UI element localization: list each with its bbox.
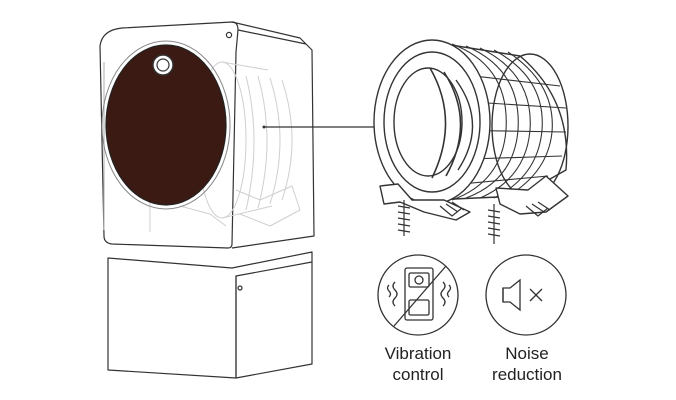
washer-door bbox=[105, 44, 227, 206]
washer-cabinet-front bbox=[99, 21, 239, 249]
noise-reduction-icon bbox=[485, 254, 567, 336]
noise-reduction-caption: Noise reduction bbox=[467, 343, 587, 385]
suspension-springs bbox=[397, 200, 551, 244]
washer-pedestal bbox=[107, 251, 313, 379]
drum-illustration bbox=[373, 39, 569, 244]
vibration-caption-line-2: control bbox=[392, 365, 444, 384]
vibration-control-icon bbox=[377, 254, 459, 336]
washer-illustration bbox=[99, 21, 315, 379]
vibration-control-caption: Vibration control bbox=[358, 343, 478, 385]
washer-control-knob bbox=[152, 54, 174, 76]
noise-caption-line-2: reduction bbox=[492, 365, 562, 384]
drum-mount-bracket-right bbox=[495, 175, 569, 215]
drum-mount-bracket-left bbox=[379, 183, 471, 221]
washer-cabinet-side bbox=[231, 21, 315, 249]
noise-caption-line-1: Noise bbox=[505, 344, 549, 363]
vibration-caption-line-1: Vibration bbox=[384, 344, 452, 363]
